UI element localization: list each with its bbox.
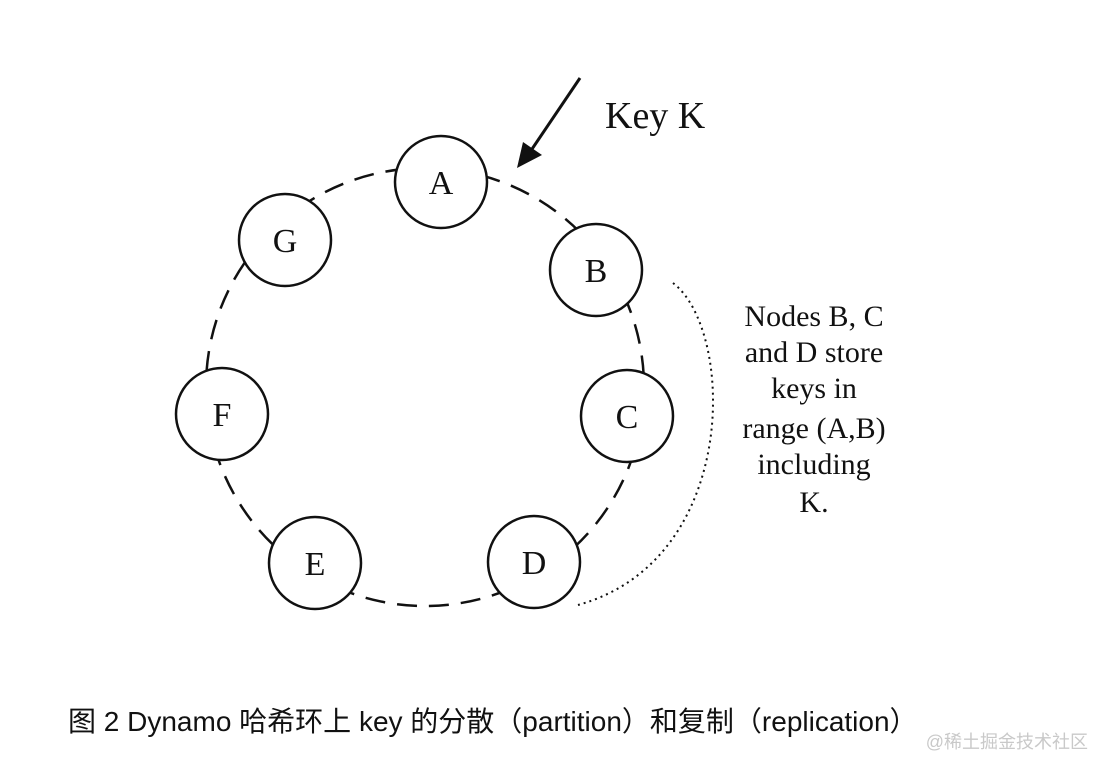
node-e: E <box>267 515 363 611</box>
node-label: D <box>522 545 547 582</box>
node-label: B <box>585 253 608 290</box>
node-label: F <box>213 397 232 434</box>
node-a: A <box>393 134 489 230</box>
watermark: @稀土掘金技术社区 <box>925 732 1088 752</box>
node-g: G <box>237 192 333 288</box>
node-label: A <box>429 165 454 202</box>
node-label: E <box>305 546 326 583</box>
node-f: F <box>174 366 270 462</box>
node-b: B <box>548 222 644 318</box>
figure-caption: 图 2 Dynamo 哈希环上 key 的分散（partition）和复制（re… <box>68 706 918 737</box>
key-label: Key K <box>605 95 706 137</box>
node-c: C <box>579 368 675 464</box>
replica-note-line: and D store <box>745 336 883 369</box>
replica-note-line: Nodes B, C <box>744 300 883 333</box>
replica-range-bracket <box>577 282 714 606</box>
key-arrow <box>528 77 582 153</box>
replica-note-line: K. <box>799 486 828 519</box>
node-label: G <box>273 223 298 260</box>
replica-note-line: keys in <box>771 372 857 405</box>
node-d: D <box>486 514 582 610</box>
replica-note: Nodes B, C and D store keys in range (A,… <box>742 300 885 519</box>
replica-note-line: including <box>757 448 870 481</box>
node-label: C <box>616 399 639 436</box>
replica-note-line: range (A,B) <box>742 412 885 445</box>
key-arrow-head <box>517 142 542 168</box>
